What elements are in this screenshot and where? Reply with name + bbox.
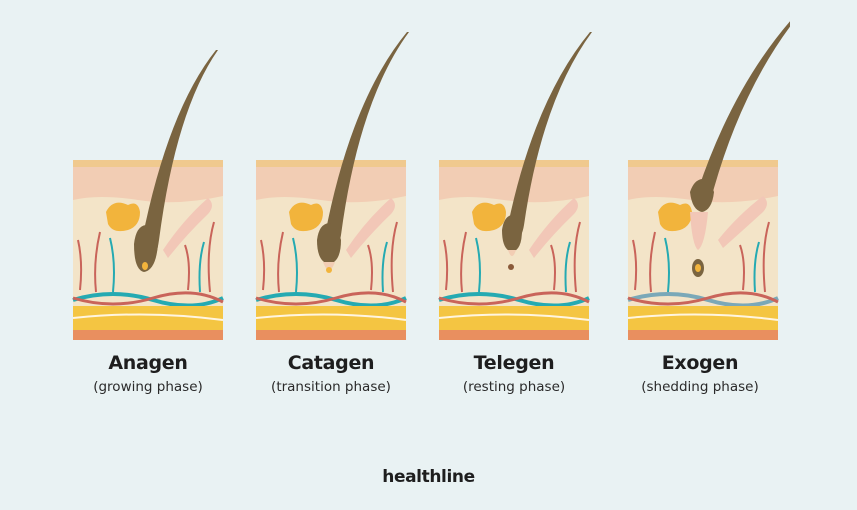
- phase-description: (transition phase): [271, 379, 391, 395]
- phase-name: Catagen: [287, 352, 375, 374]
- phase-panel-exogen: Exogen (shedding phase): [610, 0, 790, 400]
- phase-name: Exogen: [661, 352, 739, 374]
- phase-description: (shedding phase): [641, 379, 759, 395]
- exogen-illustration: [627, 21, 790, 340]
- phase-panel-telegen: Telegen (resting phase): [424, 0, 604, 400]
- phase-name: Anagen: [108, 352, 188, 374]
- phase-panel-catagen: Catagen (transition phase): [241, 0, 421, 400]
- anagen-illustration: [72, 50, 224, 340]
- catagen-illustration: [255, 32, 409, 340]
- phase-description: (growing phase): [93, 379, 203, 395]
- phase-description: (resting phase): [462, 379, 566, 395]
- phase-name: Telegen: [473, 352, 555, 374]
- telegen-illustration: [438, 32, 592, 340]
- healthline-logo: healthline: [382, 467, 475, 487]
- phase-panel-anagen: Anagen (growing phase): [58, 0, 238, 400]
